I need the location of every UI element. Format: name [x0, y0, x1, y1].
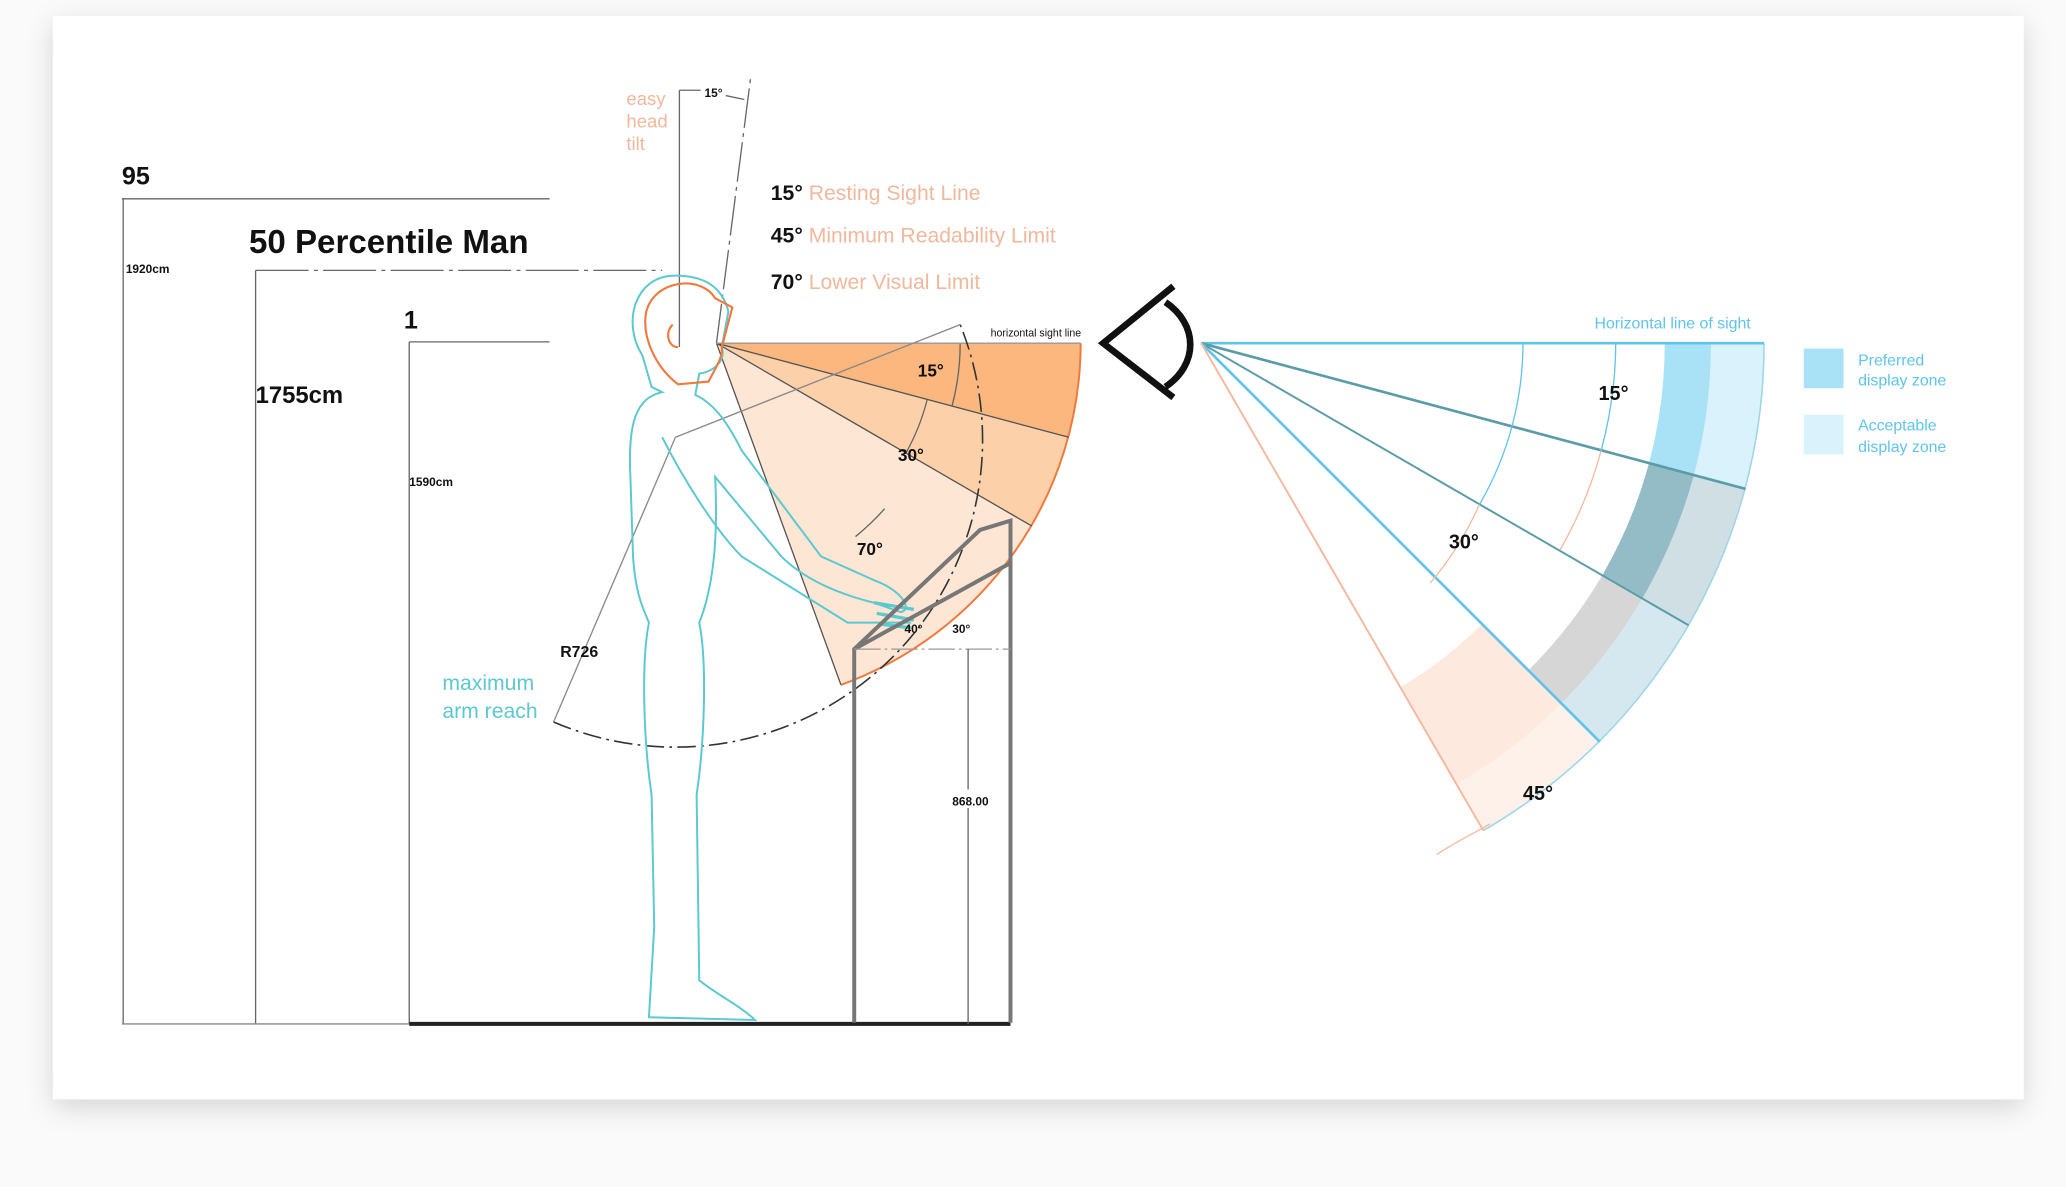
reach-label-1: maximum [442, 672, 534, 695]
preferred-30-45 [1528, 574, 1643, 704]
preferred-swatch [1803, 348, 1844, 389]
p95-label: 95 [122, 162, 150, 190]
p1-height: 1590cm [409, 475, 453, 489]
head-tilt: 15° easy head tilt [626, 75, 752, 348]
fan-title: Horizontal line of sight [1595, 316, 1752, 333]
kiosk-angle-40: 40° [905, 622, 923, 636]
acceptable-30-45 [1561, 598, 1689, 742]
vision-fan-front: Horizontal line of sight 15° 30° 45° [1200, 316, 1765, 855]
angle-15: 15° [918, 360, 944, 380]
p50-height: 1755cm [256, 382, 343, 409]
head-outline-orange [644, 282, 734, 386]
legend-label: Resting Sight Line [809, 182, 981, 205]
preferred-15-30 [1602, 463, 1694, 599]
reach-label-2: arm reach [442, 700, 537, 723]
p95-height: 1920cm [126, 262, 170, 276]
acceptable-0-15 [1693, 343, 1765, 489]
height-dimensions: 95 1920cm 50 Percentile Man 1755cm 1 159… [121, 162, 1011, 1026]
fan-angle-45: 45° [1523, 783, 1553, 805]
kiosk-angle-30: 30° [952, 622, 970, 636]
eye-icon [1097, 283, 1194, 401]
zone-15-30 [716, 343, 1069, 526]
vision-fan-side: 15° 30° 70° horizontal sight line [715, 328, 1082, 686]
zone-legend: Preferred display zone Acceptable displa… [1803, 348, 1946, 456]
card [52, 16, 2024, 1100]
svg-text:45° Minimum Readability Limit: 45° Minimum Readability Limit [771, 225, 1056, 248]
page-title: 50 Percentile Man [249, 224, 529, 261]
acceptable-label-1: Acceptable [1858, 418, 1937, 435]
legend-label: Lower Visual Limit [809, 271, 981, 294]
head-tilt-line-1: easy [626, 88, 666, 109]
kiosk: 40° 30° 868.00 [852, 517, 1013, 1024]
legend-label: Minimum Readability Limit [809, 225, 1056, 248]
reach-radius: R726 [560, 644, 598, 661]
legend-angle: 70° [771, 271, 803, 294]
fan-angle-15: 15° [1599, 383, 1629, 405]
fan-angle-30: 30° [1449, 531, 1479, 553]
svg-text:15° Resting Sight Line: 15° Resting Sight Line [771, 182, 981, 205]
legend-angle: 15° [771, 182, 803, 205]
head-tilt-line-2: head [626, 110, 667, 131]
zone-30-70 [716, 343, 1032, 685]
acceptable-swatch [1803, 414, 1844, 455]
kiosk-height: 868.00 [952, 794, 989, 808]
acceptable-label-2: display zone [1858, 439, 1946, 456]
angle-70: 70° [857, 539, 883, 559]
legend-angle: 45° [771, 225, 803, 248]
preferred-0-15 [1648, 343, 1712, 476]
arm-reach: R726 maximum arm reach [442, 324, 984, 748]
preferred-label-2: display zone [1858, 373, 1946, 390]
head-tilt-line-3: tilt [626, 133, 645, 154]
preferred-label-1: Preferred [1858, 353, 1924, 370]
svg-text:70° Lower Visual Limit: 70° Lower Visual Limit [771, 271, 980, 294]
zone-0-15 [716, 343, 1081, 438]
horizontal-sight-line-label: horizontal sight line [991, 328, 1082, 340]
acceptable-15-30 [1642, 475, 1746, 626]
p1-label: 1 [404, 307, 418, 335]
sight-legend: 15° Resting Sight Line 45° Minimum Reada… [771, 182, 1056, 294]
head-tilt-angle: 15° [705, 86, 723, 100]
angle-30: 30° [898, 445, 924, 465]
